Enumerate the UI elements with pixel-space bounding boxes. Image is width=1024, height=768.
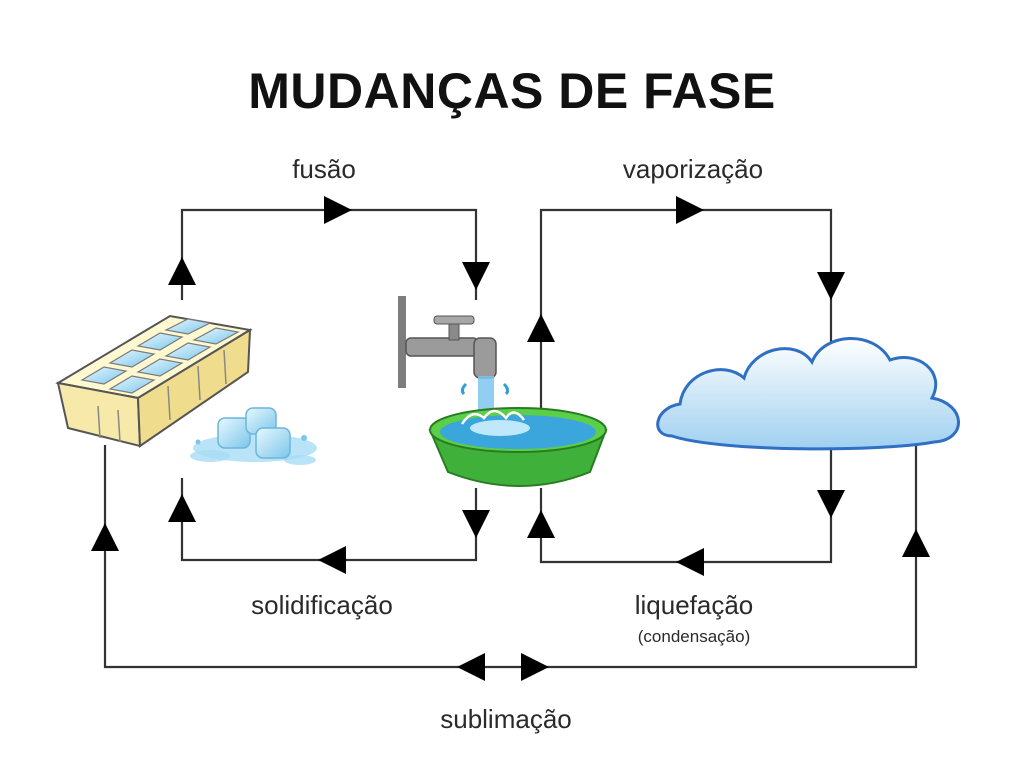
fusion-arrow-right <box>324 196 352 224</box>
liquefaction-arrow-up <box>527 510 555 538</box>
page-title: MUDANÇAS DE FASE <box>248 63 776 119</box>
solidification-arrow-left <box>318 546 346 574</box>
sublimation-arrow-right <box>521 653 549 681</box>
solidification-arrow-down <box>462 510 490 538</box>
solidification-path <box>168 478 490 574</box>
sublimation-arrow-up-left <box>91 523 119 551</box>
liquefaction-arrow-left <box>676 548 704 576</box>
liquefaction-arrow-down <box>817 490 845 518</box>
vaporization-path <box>527 196 845 410</box>
liquefaction-path <box>527 450 845 576</box>
sublimation-arrow-up-right <box>902 529 930 557</box>
solidification-label: solidificação <box>251 590 393 620</box>
liquefaction-label: liquefação <box>635 590 754 620</box>
fusion-path <box>168 196 490 300</box>
sublimation-arrow-left <box>457 653 485 681</box>
water-bowl-icon <box>428 407 608 487</box>
ice-cubes-icon <box>190 407 317 465</box>
faucet-icon <box>398 296 510 426</box>
cloud-icon <box>656 337 960 451</box>
vaporization-arrow-down <box>817 272 845 300</box>
vaporization-label: vaporização <box>623 154 763 184</box>
fusion-arrow-up <box>168 257 196 285</box>
fusion-label: fusão <box>292 154 356 184</box>
vaporization-arrow-right <box>676 196 704 224</box>
sublimation-label: sublimação <box>440 704 572 734</box>
sublimation-path <box>91 445 930 681</box>
solidification-arrow-up <box>168 494 196 522</box>
condensation-label: (condensação) <box>638 627 750 646</box>
ice-tray-icon <box>55 314 253 448</box>
vaporization-arrow-up <box>527 314 555 342</box>
fusion-arrow-down <box>462 262 490 290</box>
